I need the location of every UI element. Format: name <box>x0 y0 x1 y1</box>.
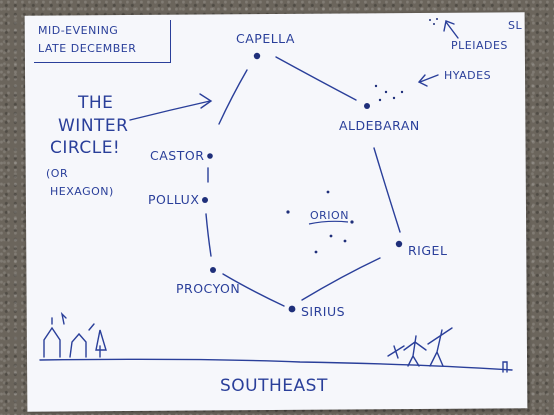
sirius-label: SIRIUS <box>301 304 346 319</box>
castor-label: CASTOR <box>150 148 205 163</box>
orion-label: ORION <box>310 209 349 222</box>
orion-star <box>326 190 330 194</box>
line-sirius-rigel <box>301 257 381 301</box>
procyon-star <box>210 267 216 273</box>
pollux-label: POLLUX <box>148 192 200 207</box>
initials: SL <box>508 19 523 32</box>
hyades-label: HYADES <box>444 69 492 82</box>
orion-star <box>350 220 354 224</box>
sirius-star <box>288 305 296 313</box>
heading-line-2: WINTER <box>58 116 129 136</box>
pleiades-star <box>436 18 438 20</box>
tree <box>95 329 107 358</box>
aldebaran-star <box>364 103 370 109</box>
stick-figure-2 <box>427 327 453 367</box>
heading-arrow <box>129 100 211 121</box>
hyades-star <box>400 90 404 94</box>
procyon-label: PROCYON <box>176 281 241 296</box>
title-box <box>34 20 171 63</box>
capella-label: CAPELLA <box>236 31 295 46</box>
heading-line-1: THE <box>78 93 114 113</box>
stick-figure-1 <box>403 335 427 367</box>
title-line-2: LATE DECEMBER <box>38 42 137 55</box>
pleiades-arrow <box>445 21 459 39</box>
house-1 <box>43 326 61 358</box>
horizon-line <box>39 358 513 371</box>
castor-star <box>207 153 213 159</box>
title-line-1: MID-EVENING <box>38 24 119 37</box>
hyades-star <box>384 90 388 94</box>
line-procyon-sirius <box>222 273 285 307</box>
pleiades-label: PLEIADES <box>451 39 508 52</box>
hyades-star <box>378 98 382 102</box>
horizon-marker <box>502 361 508 373</box>
rigel-star <box>395 240 403 248</box>
orion-underline <box>308 220 349 225</box>
pleiades-star <box>429 19 431 21</box>
orion-star <box>286 210 290 214</box>
hyades-arrow <box>419 74 439 83</box>
heading-line-3: CIRCLE! <box>50 138 121 158</box>
heading-line-4: (OR <box>46 167 69 180</box>
telescope <box>387 345 405 359</box>
rigel-label: RIGEL <box>408 243 448 258</box>
aldebaran-label: ALDEBARAN <box>339 118 420 133</box>
hyades-star <box>392 96 396 100</box>
hyades-star <box>374 84 378 88</box>
line-capella-aldebaran <box>275 56 357 101</box>
orion-star <box>314 250 318 254</box>
heading-line-5: HEXAGON) <box>50 185 114 198</box>
line-pollux-procyon <box>205 213 212 257</box>
orion-star <box>329 234 333 238</box>
horizon-direction-label: SOUTHEAST <box>220 376 328 396</box>
capella-star <box>253 52 261 60</box>
house-2 <box>69 332 87 358</box>
pollux-star <box>202 197 208 203</box>
pleiades-star <box>433 23 435 25</box>
line-aldebaran-rigel <box>373 147 401 233</box>
line-capella-castor <box>218 69 248 125</box>
orion-star <box>343 239 347 243</box>
